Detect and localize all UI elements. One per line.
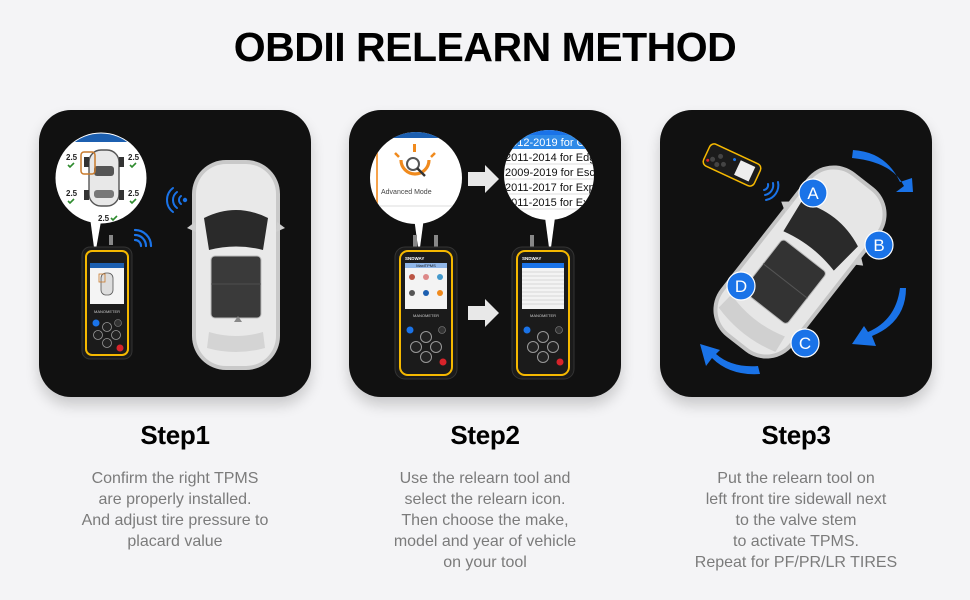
device-brand: SNDWAY (522, 256, 541, 261)
tire-pressure-fr: 2.5 (128, 153, 140, 162)
step2-illustration-card: Advanced Mode 2012-2019 for C-Max 2011-2… (349, 110, 621, 397)
step3-illustration-card: A B C D (660, 110, 932, 397)
description-line: Use the relearn tool and (399, 470, 571, 487)
callout-pointer-right (544, 210, 556, 255)
tpms-tool-device: MANOMETER (81, 235, 133, 360)
advanced-mode-label: Advanced Mode (381, 189, 432, 196)
step1-heading: Step1 (140, 420, 210, 450)
rotate-arrow-icon (700, 344, 760, 375)
description-line: Confirm the right TPMS (91, 470, 259, 487)
description-line: placard value (127, 533, 223, 550)
rotate-arrow-icon (852, 150, 913, 192)
sensor-signal-icon (166, 187, 188, 213)
step3-description: Put the relearn tool on left front tire … (646, 468, 946, 573)
step3-heading: Step3 (761, 420, 831, 450)
tpms-tool-device (702, 143, 762, 187)
tpms-relearn-icon (394, 144, 436, 177)
device-label: MANOMETER (530, 313, 556, 318)
tpms-tool-device-list: SNDWAY MANOMETER (511, 235, 575, 380)
device-brand: SNDWAY (405, 256, 424, 261)
vehicle-list-item: 2011-2017 for Expedition (505, 182, 621, 194)
tire-pressure-rl: 2.5 (66, 189, 78, 198)
tire-pressure-rr: 2.5 (128, 189, 140, 198)
description-line: model and year of vehicle (393, 533, 577, 550)
tire-status-zoom (56, 133, 146, 223)
description-line: on your tool (443, 554, 527, 571)
step3-illustration: A B C D (700, 143, 913, 375)
vehicle-list-item: 2011-2015 for Explorer (505, 197, 617, 209)
svg-text:B: B (873, 236, 884, 255)
step2-illustration: Advanced Mode 2012-2019 for C-Max 2011-2… (370, 130, 621, 380)
wireless-signal-icon (133, 228, 153, 248)
step1-description: Confirm the right TPMS are properly inst… (25, 468, 325, 552)
svg-text:A: A (807, 184, 819, 203)
description-line: left front tire sidewall next (705, 491, 887, 508)
description-line: are properly installed. (98, 491, 252, 508)
wireless-signal-icon (763, 181, 780, 201)
description-line: to the valve stem (735, 512, 857, 529)
vehicle-list-item: 2009-2019 for Escape (505, 167, 613, 179)
tire-label-b: B (864, 230, 894, 260)
car-top-view (713, 165, 887, 359)
tire-pressure-fl: 2.5 (66, 153, 78, 162)
svg-text:D: D (735, 277, 747, 296)
step2-heading: Step2 (450, 420, 520, 450)
description-line: Put the relearn tool on (717, 470, 875, 487)
description-line: And adjust tire pressure to (81, 512, 269, 529)
svg-text:C: C (799, 334, 811, 353)
tpms-tool-device-menu: SNDWAY MaxiTPMS MANOMETER (394, 235, 458, 380)
description-line: to activate TPMS. (733, 533, 859, 550)
rotate-arrow-icon (852, 288, 906, 346)
tire-label-d: D (726, 271, 756, 301)
vehicle-list-item: 2012-2019 for C-Max (505, 137, 609, 149)
description-line: select the relearn icon. (404, 491, 566, 508)
step2-description: Use the relearn tool and select the rele… (335, 468, 635, 573)
tire-pressure-spare: 2.5 (98, 214, 110, 223)
tire-label-a: A (798, 178, 828, 208)
description-line: Then choose the make, (401, 512, 569, 529)
car-top-view (187, 160, 285, 370)
step1-illustration: 2.5 2.5 2.5 2.5 2.5 MANOMETER (55, 132, 285, 370)
vehicle-list-item: 2011-2014 for Edge (505, 152, 601, 164)
description-line: Repeat for PF/PR/LR TIRES (694, 554, 898, 571)
screen-title: MaxiTPMS (416, 263, 436, 268)
device-label: MANOMETER (413, 313, 439, 318)
arrow-right-icon (468, 299, 499, 327)
check-icons (67, 162, 137, 222)
device-label: MANOMETER (94, 309, 120, 314)
arrow-right-icon (468, 165, 499, 193)
relearn-icon-zoom: Advanced Mode (370, 132, 462, 224)
vehicle-list-zoom: 2012-2019 for C-Max 2011-2014 for Edge 2… (504, 130, 621, 220)
page-title: OBDII RELEARN METHOD (233, 24, 737, 70)
tire-label-c: C (790, 328, 820, 358)
step1-illustration-card: 2.5 2.5 2.5 2.5 2.5 MANOMETER (39, 110, 311, 397)
